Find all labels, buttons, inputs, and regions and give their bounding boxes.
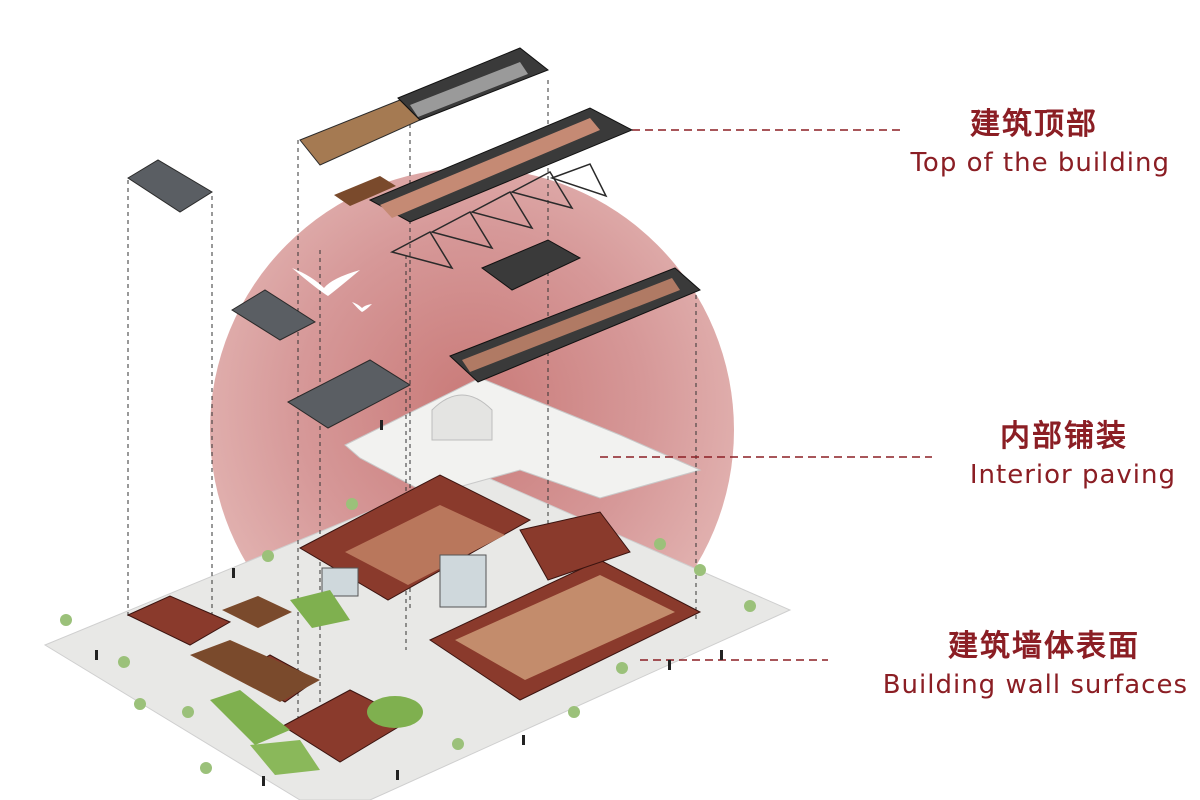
label-wall-cn: 建筑墙体表面: [948, 629, 1140, 664]
bird-icon: [292, 268, 360, 296]
roof-right-windows: [462, 278, 680, 372]
label-building-wall-surfaces: 建筑墙体表面 Building wall surfaces: [800, 630, 1200, 702]
tree-icon: [346, 498, 358, 510]
label-interior-en: Interior paving: [969, 460, 1176, 490]
roof-small-left: [127, 159, 213, 213]
roof-gray-low: [287, 359, 412, 429]
person-icon: [262, 776, 265, 786]
person-icon: [396, 770, 399, 780]
roof-wood-small: [334, 176, 396, 206]
label-top-cn: 建筑顶部: [970, 107, 1098, 142]
roof-pieces: [127, 47, 701, 429]
person-icon: [95, 650, 98, 660]
wall-block-right-inner: [455, 575, 675, 680]
label-top-en: Top of the building: [910, 148, 1170, 178]
roof-black-windows: [380, 118, 600, 218]
tree-icon: [134, 698, 146, 710]
tree-icon: [200, 762, 212, 774]
grass-patch-4: [367, 696, 423, 728]
person-icon: [232, 568, 235, 578]
leader-lines: [600, 129, 932, 661]
wall-block-upper-right: [519, 511, 631, 581]
birds: [292, 268, 372, 312]
landscape: [190, 590, 423, 775]
label-interior-cn: 内部铺装: [1000, 419, 1128, 454]
label-interior-paving: 内部铺装 Interior paving: [800, 420, 1200, 492]
person-icon: [720, 650, 723, 660]
wood-deck-left: [190, 640, 320, 702]
roof-trusses: [389, 163, 608, 270]
people: [95, 420, 723, 786]
tree-icon: [616, 662, 628, 674]
wood-deck-center: [222, 596, 292, 628]
glass-cylinder: [439, 554, 487, 608]
tree-icon: [744, 600, 756, 612]
wall-block-left: [126, 595, 232, 646]
grass-patch-3: [250, 740, 320, 775]
tree-icon: [452, 738, 464, 750]
tree-icon: [262, 550, 274, 562]
tree-icon: [60, 614, 72, 626]
roof-skylight-strip: [410, 62, 528, 117]
roof-gray-mid: [231, 289, 317, 341]
roof-small-right: [480, 239, 582, 291]
wall-block-courtyard-inner: [345, 505, 505, 585]
tree-icon: [568, 706, 580, 718]
paving-arc: [431, 394, 493, 441]
person-icon: [380, 420, 383, 430]
tree-icon: [654, 538, 666, 550]
trees: [60, 498, 756, 774]
tree-icon: [118, 656, 130, 668]
grass-patch-1: [290, 590, 350, 628]
roof-wood-strip: [299, 99, 421, 166]
grass-patch-2: [210, 690, 290, 745]
person-icon: [522, 735, 525, 745]
label-top-of-building: 建筑顶部 Top of the building: [800, 108, 1200, 180]
label-wall-en: Building wall surfaces: [882, 670, 1188, 700]
tree-icon: [182, 706, 194, 718]
person-icon: [668, 660, 671, 670]
tree-icon: [694, 564, 706, 576]
bird-icon: [352, 302, 372, 312]
